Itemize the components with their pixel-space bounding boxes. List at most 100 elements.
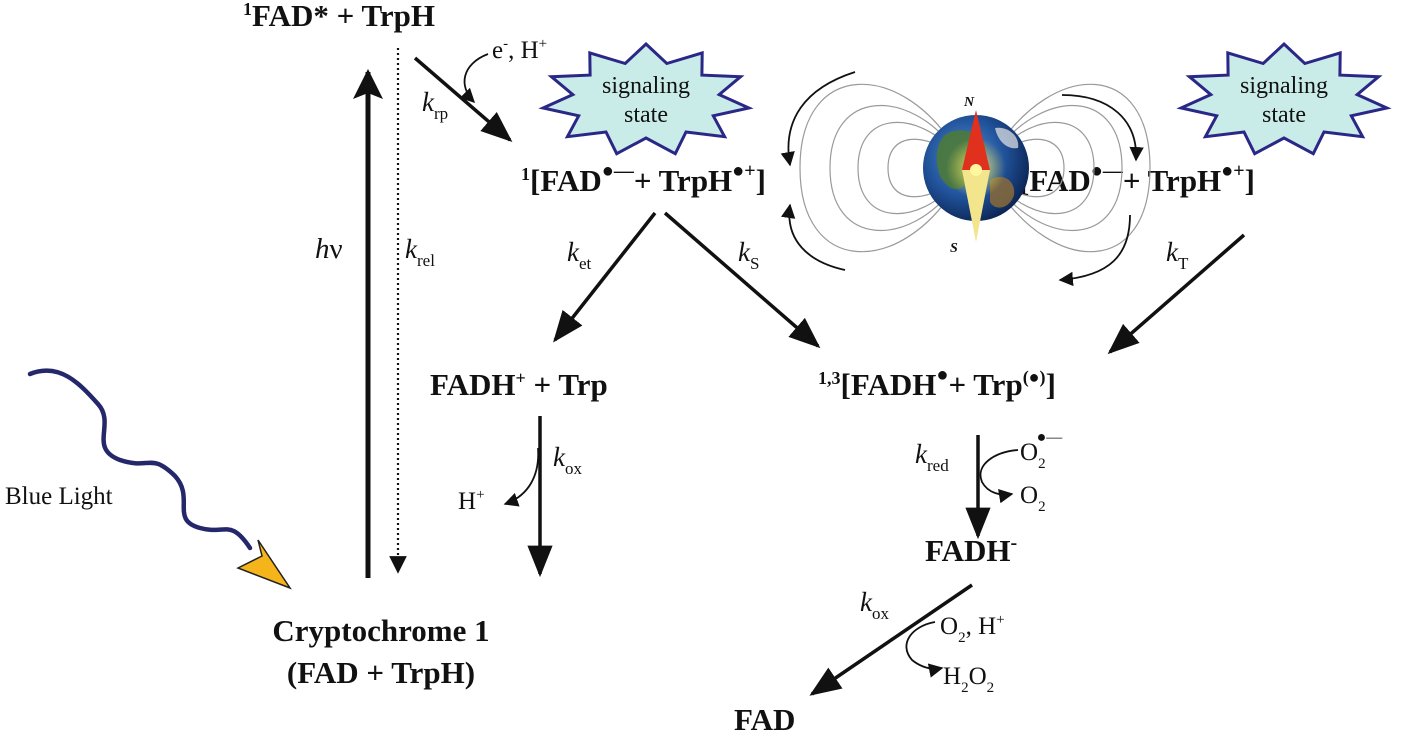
bracket: ] xyxy=(1245,163,1255,198)
rate-k: k xyxy=(915,439,928,469)
spin-flip-arrow-right-lower xyxy=(1058,214,1131,287)
subscript: 2 xyxy=(961,680,969,696)
field-line xyxy=(887,138,956,198)
superscript: - xyxy=(1011,532,1018,554)
bracket: ] xyxy=(1046,367,1056,402)
radical-mark-bracketed: (●) xyxy=(1023,367,1046,388)
proton-label: H+ xyxy=(458,487,485,515)
oxygen-proton-label: O2, H+ xyxy=(940,612,1005,646)
superscript: - xyxy=(503,36,508,52)
oxygen: O xyxy=(1020,439,1038,466)
rate-k: k xyxy=(553,442,566,472)
k-et-arrow xyxy=(553,211,657,343)
k-ox-label-left: kox xyxy=(553,442,582,478)
fadh-text: FADH xyxy=(430,367,516,402)
frequency-nu: ν xyxy=(330,233,343,265)
rate-k: k xyxy=(860,587,873,617)
field-line xyxy=(996,105,1123,231)
planck-h: h xyxy=(315,233,330,265)
radical-mark: ● xyxy=(936,364,948,386)
radical-cation-mark: ●+ xyxy=(732,160,755,182)
trph-text: + TrpH xyxy=(1123,163,1221,198)
fad-text: [FAD xyxy=(1019,163,1091,198)
radical-anion-mark: ●— xyxy=(602,160,635,182)
field-line xyxy=(996,83,1151,253)
rate-subscript: rp xyxy=(434,104,448,123)
k-et-label: ket xyxy=(567,237,592,273)
proton: , H xyxy=(966,613,997,640)
rate-k: k xyxy=(738,237,751,267)
subscript: 2 xyxy=(987,680,995,696)
bracket: ] xyxy=(756,163,766,198)
burst-text-line1: signaling xyxy=(602,73,690,99)
burst-shape xyxy=(1176,41,1392,156)
k-s-label: kS xyxy=(738,237,759,273)
blue-light-wave xyxy=(27,368,253,551)
field-line xyxy=(857,121,956,215)
fadh-text: FADH xyxy=(925,533,1011,568)
superscript: + xyxy=(476,487,484,503)
rate-subscript: ox xyxy=(872,604,890,623)
needle-north xyxy=(962,110,990,170)
rate-subscript: ox xyxy=(565,459,583,478)
rate-subscript: rel xyxy=(417,251,435,270)
triplet-radical-pair: 3[FAD●—+ TrpH●+] xyxy=(1010,160,1255,198)
radical-anion-mark: ●— xyxy=(1037,429,1064,446)
oxygen-label: O2 xyxy=(1020,482,1046,515)
subscript: 2 xyxy=(1038,499,1046,515)
field-line xyxy=(996,121,1095,215)
oxygen: O xyxy=(1020,482,1038,509)
oxygen: O xyxy=(969,663,987,690)
burst-text-line2: state xyxy=(1262,102,1306,128)
compass-needle-icon xyxy=(962,110,990,242)
superoxide-label: O2●— xyxy=(1020,429,1063,472)
electron-transfer-curve xyxy=(459,53,489,104)
superscript: 1 xyxy=(243,0,252,19)
k-ox-arrow-right xyxy=(809,583,973,696)
light-arrowhead-icon xyxy=(236,539,292,590)
fad-excited-state: 1FAD* + TrpH xyxy=(243,0,435,33)
fad-text: [FAD xyxy=(530,163,602,198)
fadh-minus: FADH- xyxy=(925,532,1017,568)
field-line xyxy=(996,138,1065,198)
hv-label: hν xyxy=(315,233,343,265)
proton-h: H xyxy=(458,488,476,515)
subscript: 2 xyxy=(958,630,966,646)
radical-anion-mark: ●— xyxy=(1091,160,1124,182)
superoxide-curve xyxy=(979,449,1019,504)
proton: , H xyxy=(508,37,539,64)
k-rel-label: krel xyxy=(405,234,435,270)
blue-light-label: Blue Light xyxy=(5,483,113,510)
burst-text-line1: signaling xyxy=(1240,73,1328,99)
burst-shape xyxy=(538,41,754,156)
electron: e xyxy=(492,37,503,64)
field-line xyxy=(829,105,956,231)
radical-cation-mark: ●+ xyxy=(1221,160,1244,182)
fadh-text: [FADH xyxy=(841,367,937,402)
singlet-radical-pair: 1[FAD●—+ TrpH●+] xyxy=(521,160,766,198)
rate-subscript: S xyxy=(750,254,759,273)
spin-flip-arrow-right-upper xyxy=(1061,94,1144,162)
superscript: + xyxy=(516,368,526,388)
cryptochrome-ground-state: (FAD + TrpH) xyxy=(287,655,475,690)
signaling-state-burst-right: signaling state xyxy=(1176,41,1392,156)
burst-text-line2: state xyxy=(624,102,668,128)
rate-subscript: red xyxy=(927,456,949,475)
hydrogen-peroxide-label: H2O2 xyxy=(943,663,994,696)
fad-excited-text: FAD* + TrpH xyxy=(252,0,435,33)
superscript: + xyxy=(996,612,1004,628)
spin-flip-arrow-left-upper xyxy=(780,71,856,167)
south-label: S xyxy=(950,241,958,256)
rate-k: k xyxy=(422,87,435,117)
needle-pivot xyxy=(970,164,982,176)
spin-flip-arrow-left-lower xyxy=(781,203,846,271)
trp-text: + Trp xyxy=(948,367,1022,402)
proton-release-curve xyxy=(503,447,540,507)
superscript: 1 xyxy=(521,164,530,184)
oxidation-curve xyxy=(905,621,944,678)
cloud xyxy=(995,127,1019,149)
rate-subscript: T xyxy=(1178,254,1189,273)
rate-k: k xyxy=(405,234,418,264)
